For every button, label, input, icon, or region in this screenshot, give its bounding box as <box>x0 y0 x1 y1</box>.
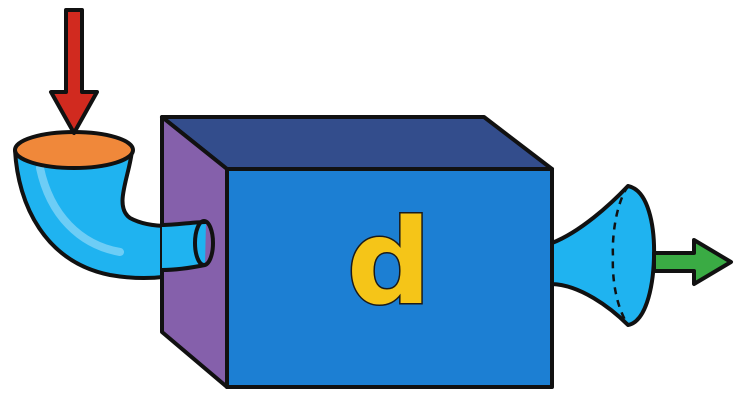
box-label: d <box>347 193 431 331</box>
output-horn <box>550 184 657 327</box>
machine-box <box>160 115 554 389</box>
arrow-right-icon <box>652 238 733 286</box>
box-top-face <box>160 115 554 171</box>
arrow-down-icon <box>49 8 99 135</box>
funnel-rim <box>13 130 135 170</box>
